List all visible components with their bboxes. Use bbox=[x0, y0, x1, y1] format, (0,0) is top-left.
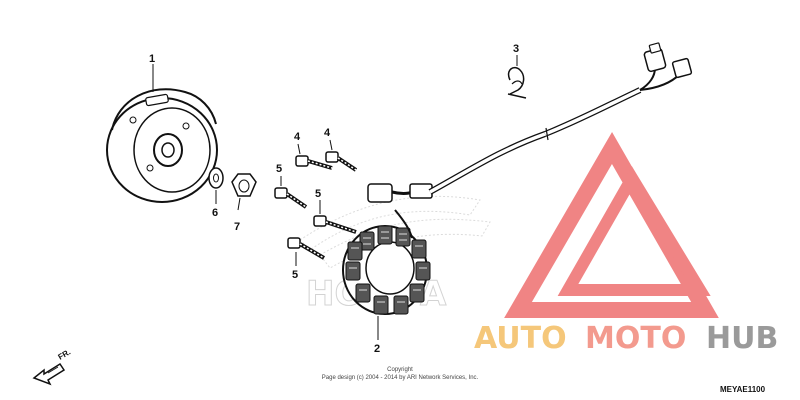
front-direction-label: FR. bbox=[57, 347, 73, 361]
watermark-hub: HUB bbox=[706, 321, 778, 356]
automotohub-wordmark: AUTO MOTO HUB bbox=[474, 321, 778, 356]
callout-2: 2 bbox=[374, 343, 380, 355]
washer-part[interactable] bbox=[208, 167, 224, 189]
automotohub-logo bbox=[504, 131, 719, 318]
bolt-5c-part[interactable] bbox=[287, 237, 326, 260]
wire-clamp-part[interactable] bbox=[507, 66, 527, 99]
bolt-4b-part[interactable] bbox=[325, 151, 358, 172]
diagram-code: MEYAE1100 bbox=[720, 385, 766, 394]
callout-5c: 5 bbox=[292, 269, 298, 281]
callout-5b: 5 bbox=[315, 188, 321, 200]
watermark-auto: AUTO bbox=[474, 321, 567, 356]
callout-3: 3 bbox=[513, 43, 519, 55]
copyright-line-1: Copyright bbox=[387, 367, 413, 373]
callout-6: 6 bbox=[212, 207, 218, 219]
front-direction-arrow-icon bbox=[32, 362, 66, 386]
callout-4a: 4 bbox=[294, 131, 301, 143]
callout-1: 1 bbox=[149, 53, 155, 65]
bolt-4a-part[interactable] bbox=[295, 155, 333, 170]
flywheel-part[interactable] bbox=[106, 88, 218, 203]
callout-5a: 5 bbox=[276, 163, 282, 175]
copyright-line-2: Page design (c) 2004 - 2014 by ARI Netwo… bbox=[322, 375, 479, 381]
flange-nut-part[interactable] bbox=[231, 173, 257, 197]
callout-7: 7 bbox=[234, 221, 240, 233]
stator-part[interactable] bbox=[342, 225, 431, 315]
watermark-moto: MOTO bbox=[585, 321, 686, 356]
wire-harness-part[interactable] bbox=[367, 42, 693, 239]
callout-4b: 4 bbox=[324, 127, 331, 139]
bolt-5a-part[interactable] bbox=[274, 187, 308, 209]
bolt-5b-part[interactable] bbox=[313, 215, 357, 234]
